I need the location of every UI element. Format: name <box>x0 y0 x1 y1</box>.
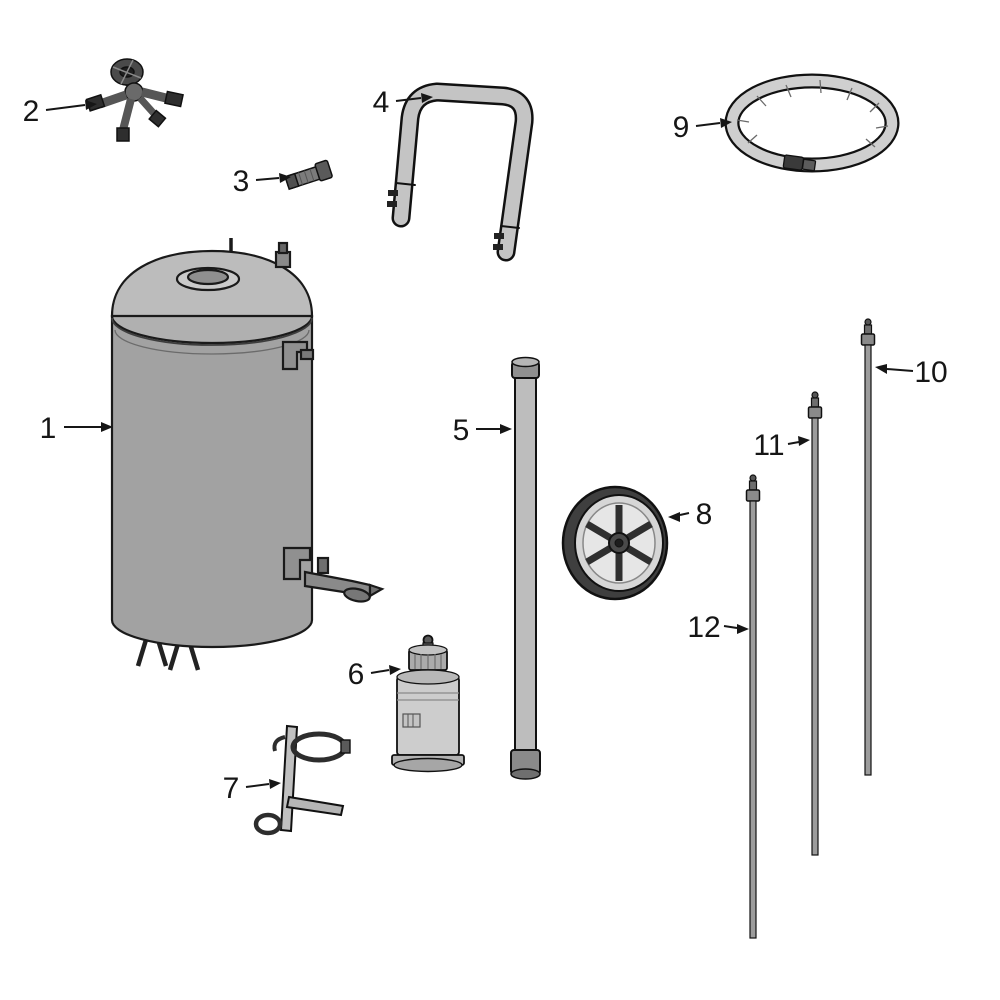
part-8-wheel-illustration <box>561 485 669 601</box>
callout-1-label: 1 <box>40 412 57 445</box>
callout-11-leader <box>787 441 800 445</box>
callout-8-leader <box>679 512 690 516</box>
callout-8-arrow <box>668 512 680 522</box>
callout-11-arrow <box>798 436 810 446</box>
callout-7-label: 7 <box>223 772 240 805</box>
part-11-rod-illustration <box>807 391 823 856</box>
callout-4-label: 4 <box>373 86 390 119</box>
callout-2-arrow <box>85 100 97 110</box>
callout-11-label: 11 <box>753 429 784 462</box>
part-1-tank-illustration <box>110 238 385 671</box>
part-3-nipple-illustration <box>284 159 333 191</box>
callout-10-label: 10 <box>914 356 947 389</box>
callout-1-arrow <box>101 422 113 432</box>
callout-5-arrow <box>500 424 512 434</box>
callout-9-label: 9 <box>673 111 690 144</box>
callout-10-arrow <box>875 364 887 374</box>
callout-4-leader <box>395 97 422 102</box>
callout-10-leader <box>886 368 914 372</box>
callouts: 1 2 3 4 5 6 7 8 9 10 <box>23 86 948 805</box>
callout-6-label: 6 <box>348 658 365 691</box>
callout-2-label: 2 <box>23 95 40 128</box>
part-6-canister-illustration <box>391 634 465 773</box>
part-10-rod-illustration <box>860 318 876 776</box>
part-9-hose-coil-illustration <box>724 73 900 173</box>
canister-cap-ribs <box>414 654 442 669</box>
callout-6-leader <box>370 669 390 674</box>
part-4-handle-illustration <box>387 82 534 262</box>
callout-12-leader <box>723 625 738 629</box>
hose-hatch-marks <box>736 79 889 148</box>
callout-7-arrow <box>269 779 281 789</box>
callout-3-leader <box>255 177 280 181</box>
callout-12-arrow <box>737 624 749 634</box>
callout-8-label: 8 <box>696 498 713 531</box>
part-7-bracket-illustration <box>253 724 351 836</box>
callout-4-arrow <box>421 93 433 103</box>
callout-9-leader <box>695 122 721 127</box>
callout-9-arrow <box>720 118 732 128</box>
callout-12-label: 12 <box>687 611 720 644</box>
callout-6-arrow <box>389 665 401 675</box>
callout-3-label: 3 <box>233 165 250 198</box>
part-12-rod-illustration <box>745 474 761 939</box>
part-5-tube-illustration <box>510 356 541 780</box>
callout-3-arrow <box>279 173 291 183</box>
callout-5-label: 5 <box>453 414 470 447</box>
callout-2-leader <box>45 104 86 111</box>
callout-7-leader <box>245 783 270 788</box>
part-2-spray-valve-illustration <box>85 58 184 142</box>
